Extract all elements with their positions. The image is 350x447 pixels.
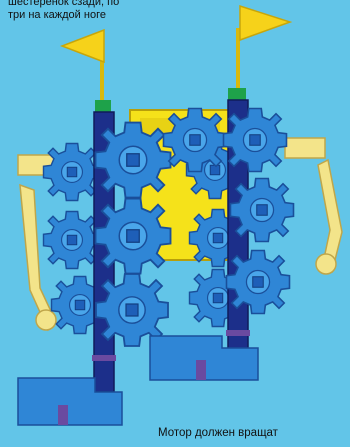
gear-icon bbox=[227, 251, 290, 314]
gear-icon bbox=[44, 144, 101, 201]
instruction-caption-bottom: Мотор должен вращат bbox=[158, 427, 278, 440]
gear-icon bbox=[96, 274, 168, 346]
gear-icon bbox=[96, 199, 171, 274]
gear-icon bbox=[231, 179, 294, 242]
gear-icon bbox=[96, 123, 171, 198]
gear-icon bbox=[224, 109, 287, 172]
flag-icon bbox=[62, 30, 111, 114]
gear-icon bbox=[164, 109, 227, 172]
flag-icon bbox=[228, 6, 290, 106]
gear-icon bbox=[44, 212, 101, 269]
